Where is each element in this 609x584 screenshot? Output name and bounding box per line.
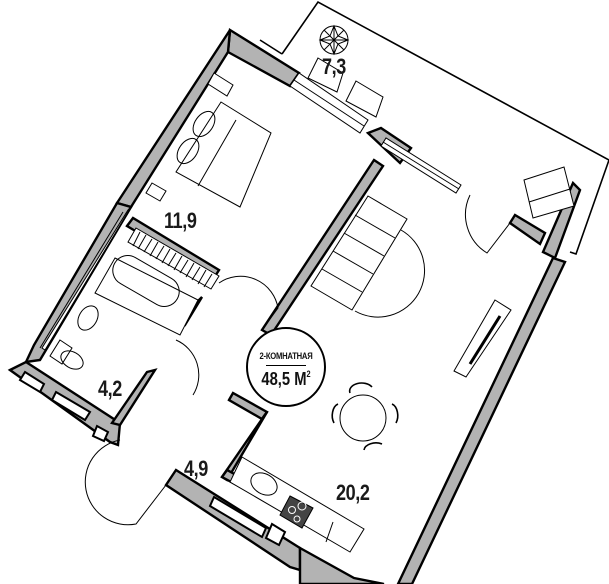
total-area-badge: 2-КОМНАТНАЯ 48,5 М2: [246, 327, 326, 407]
wardrobe: [127, 227, 220, 290]
total-area-unit-sup: 2: [306, 369, 311, 379]
balcony-outline: [259, 0, 609, 256]
area-balcony: 7,3: [322, 54, 346, 79]
total-area-unit: М: [294, 369, 307, 389]
plant-icon: [318, 24, 350, 56]
area-bedroom: 11,9: [164, 208, 197, 233]
balcony-furniture: [307, 24, 384, 118]
area-hallway: 4,9: [184, 456, 208, 481]
interior-walls: [39, 158, 385, 519]
bedroom-furniture: [145, 72, 272, 208]
wall-niches: [18, 370, 287, 547]
total-area-value: 48,5: [261, 369, 291, 389]
windows: [41, 72, 462, 351]
living-furniture: [310, 166, 575, 378]
total-area: 48,5 М2: [255, 369, 317, 390]
badge-divider: [266, 365, 306, 366]
bathroom-fixtures: [49, 255, 199, 370]
area-living-kitchen: 20,2: [336, 480, 370, 505]
apartment-type: 2-КОМНАТНАЯ: [259, 351, 313, 361]
dining-set: [331, 382, 399, 451]
kitchen-counter: [229, 456, 365, 553]
doors: [84, 194, 511, 526]
area-bathroom: 4,2: [98, 376, 122, 401]
